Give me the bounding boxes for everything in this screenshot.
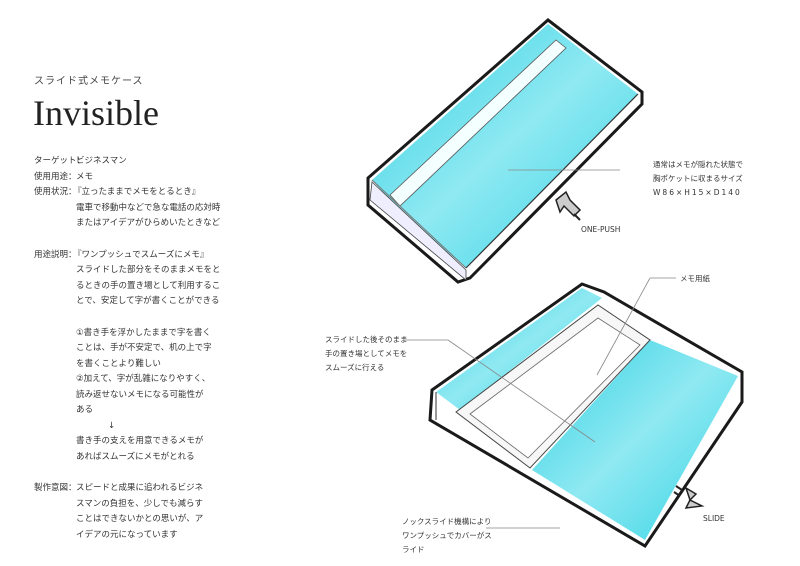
- line: W86×H15×D140: [653, 188, 742, 197]
- spec-target: ターゲット：ビジネスマン: [34, 154, 264, 170]
- product-subtitle: スライド式メモケース: [34, 76, 144, 87]
- label: 製作意図：: [34, 483, 77, 493]
- line: スマンの負担を、少しでも減らす: [76, 498, 203, 509]
- label: 使用用途：: [34, 171, 77, 182]
- closed-case-sketch: [366, 18, 644, 284]
- line: るときの手の置き場として利用するこ: [76, 280, 221, 291]
- line: を書くことより難しい: [76, 358, 161, 369]
- line: 『ワンプッシュでスムーズにメモ』: [73, 249, 209, 260]
- hand-rest-note: スライドした後そのまま 手の置き場としてメモを スムーズに行える: [325, 333, 408, 375]
- line: ある: [76, 405, 94, 415]
- spec-block: ターゲット：ビジネスマン 使用用途：メモ 使用状況： 『立ったままでメモをとると…: [34, 154, 264, 543]
- value: メモ: [76, 171, 94, 182]
- label: ターゲット：: [34, 156, 86, 166]
- line: ライド: [402, 545, 425, 554]
- memo-paper-label: メモ用紙: [680, 274, 710, 283]
- value: ビジネスマン: [76, 156, 127, 166]
- closed-case-note: 通常はメモが隠れた状態で 胸ポケットに収まるサイズ W86×H15×D140: [653, 158, 743, 200]
- one-push-label: ONE-PUSH: [581, 225, 621, 234]
- product-title: Invisible: [33, 93, 159, 133]
- one-push-arrow-icon: [555, 190, 582, 221]
- line: 胸ポケットに収まるサイズ: [653, 174, 743, 183]
- slide-label: SLIDE: [703, 514, 725, 523]
- line: 手の置き場としてメモを: [325, 349, 408, 358]
- line: スライドした後そのまま: [325, 335, 408, 344]
- line: 読み返せないメモになる可能性が: [76, 389, 204, 400]
- line: あればスムーズにメモがとれる: [76, 451, 195, 462]
- label: 使用状況：: [34, 187, 77, 197]
- line: とで、安定して字が書くことができる: [76, 296, 220, 306]
- line: スピードと成果に追われるビジネ: [76, 483, 204, 493]
- line: ワンプッシュでカバーがス: [402, 531, 492, 540]
- slide-arrow-icon: [673, 485, 705, 509]
- line: 電車で移動中などで急な電話の応対時: [76, 202, 221, 213]
- line: イデアの元になっています: [76, 529, 178, 540]
- leader-line: [447, 339, 596, 443]
- line: またはアイデアがひらめいたときなど: [76, 218, 221, 228]
- line: 書き手の支えを用意できるメモが: [76, 436, 204, 446]
- spec-intent: 製作意図： スピードと成果に追われるビジネスマンの負担を、少しでも減らすことはで…: [34, 481, 264, 543]
- spec-use: 使用用途：メモ: [34, 170, 264, 186]
- line: スムーズに行える: [325, 363, 385, 372]
- open-case-sketch: [428, 282, 744, 549]
- label: 用途説明：: [34, 249, 77, 260]
- spec-situation: 使用状況： 『立ったままでメモをとるとき』電車で移動中などで急な電話の応対時また…: [34, 185, 264, 232]
- line: スライドした部分をそのままメモをと: [76, 265, 221, 275]
- line: ①書き手を浮かしたままで字を書く: [76, 327, 211, 338]
- line: 通常はメモが隠れた状態で: [653, 160, 743, 169]
- spec-explanation: 用途説明： 『ワンプッシュでスムーズにメモ』 スライドした部分をそのままメモをと…: [34, 248, 264, 466]
- line: ノックスライド機構により: [402, 517, 492, 526]
- line: ことは、手が不安定で、机の上で字: [76, 343, 212, 353]
- knock-slide-note: ノックスライド機構により ワンプッシュでカバーがス ライド: [402, 515, 492, 557]
- leader-line: [596, 277, 651, 376]
- line: ことはできないかとの思いが、ア: [76, 514, 204, 524]
- down-arrow-icon: ↓: [108, 420, 116, 431]
- line: ②加えて、字が乱雑になりやすく、: [76, 374, 211, 384]
- line: 『立ったままでメモをとるとき』: [73, 187, 201, 197]
